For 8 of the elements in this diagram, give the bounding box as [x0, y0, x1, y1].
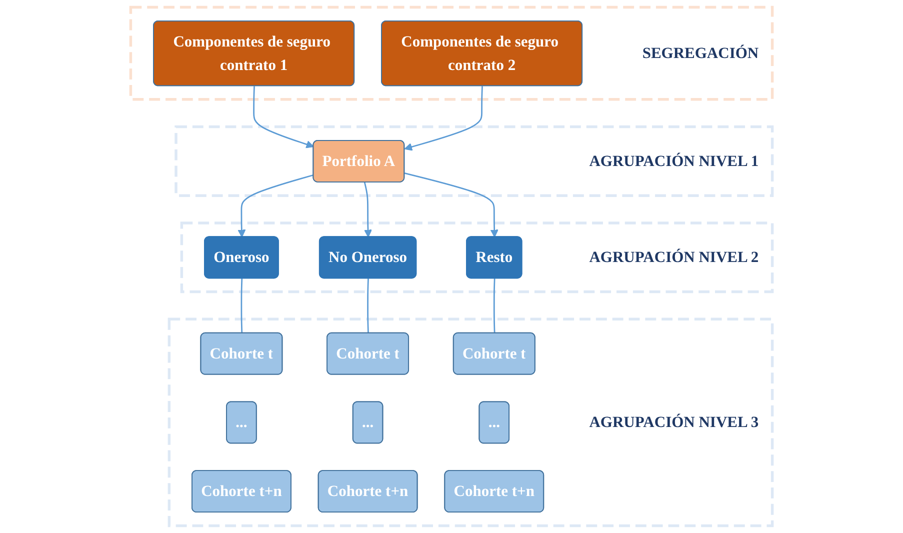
connector: [240, 278, 243, 334]
connector: [493, 278, 496, 334]
arrow: [404, 172, 498, 238]
arrow: [238, 174, 314, 238]
arrow: [364, 182, 372, 238]
arrow: [253, 86, 314, 148]
arrow: [404, 86, 483, 151]
connector: [367, 278, 369, 334]
